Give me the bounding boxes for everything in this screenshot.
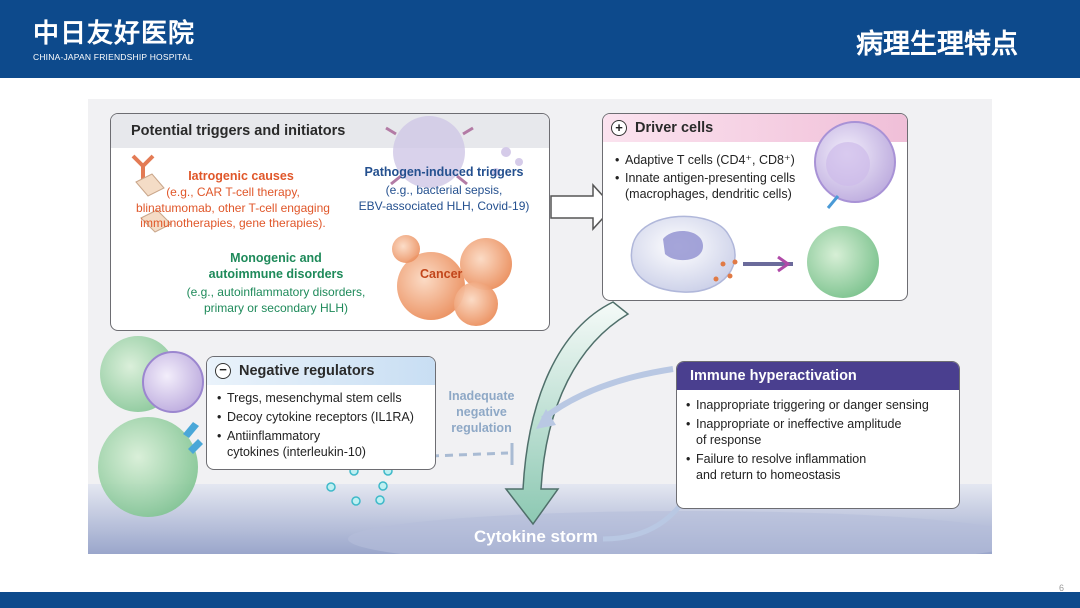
hyper-item: Failure to resolve inflammation and retu…	[686, 451, 956, 483]
monogenic-body: (e.g., autoinflammatory disorders, prima…	[186, 285, 366, 315]
virus-icon	[393, 116, 465, 188]
negative-item: Tregs, mesenchymal stem cells	[217, 390, 432, 406]
cytokine-storm-label: Cytokine storm	[474, 527, 598, 546]
page-number: 6	[1058, 583, 1064, 593]
cancer-cell-icon	[397, 252, 465, 320]
hyper-item: Inappropriate triggering or danger sensi…	[686, 397, 956, 413]
pathophysiology-figure: Potential triggers and initiators Iatrog…	[88, 99, 992, 554]
iatrogenic-title: Iatrogenic causes	[188, 169, 294, 183]
pathogen-title: Pathogen-induced triggers	[364, 165, 524, 179]
hospital-logo-chinese: 中日友好医院	[33, 19, 196, 49]
antibody-icon	[131, 154, 155, 180]
cancer-label: Cancer	[420, 267, 463, 281]
driver-list: Adaptive T cells (CD4⁺, CD8⁺) Innate ant…	[615, 152, 815, 202]
minus-icon: −	[215, 363, 231, 379]
negative-title: Negative regulators	[239, 363, 375, 379]
driver-title: Driver cells	[635, 120, 714, 136]
triggers-title: Potential triggers and initiators	[131, 123, 346, 139]
top-banner: 中日友好医院 CHINA-JAPAN FRIENDSHIP HOSPITAL 病…	[0, 0, 1080, 78]
hyper-title: Immune hyperactivation	[690, 368, 857, 384]
green-cell-large	[98, 417, 198, 517]
arrow-to-cytokine-storm	[504, 301, 630, 526]
plus-icon: +	[611, 120, 627, 136]
hyper-item: Inappropriate or ineffective amplitude o…	[686, 416, 956, 448]
negative-item: Decoy cytokine receptors (IL1RA)	[217, 409, 432, 425]
negative-list: Tregs, mesenchymal stem cells Decoy cyto…	[217, 390, 432, 460]
inadequate-regulation-label: Inadequate negative regulation	[448, 389, 515, 435]
bottom-banner	[0, 592, 1080, 608]
iatrogenic-body: (e.g., CAR T-cell therapy, blinatumomab,…	[136, 185, 330, 230]
hyper-list: Inappropriate triggering or danger sensi…	[686, 397, 956, 483]
triggers-header	[111, 114, 549, 148]
driver-illustrations	[630, 121, 896, 298]
monogenic-title: Monogenic and autoimmune disorders	[208, 251, 344, 281]
driver-item: Innate antigen-presenting cells (macroph…	[615, 170, 815, 202]
triggers-panel: Potential triggers and initiators Iatrog…	[110, 113, 550, 331]
driver-cells-panel: + Driver cells Adaptive T cells (CD4⁺, C…	[602, 113, 908, 301]
pathogen-body: (e.g., bacterial sepsis, EBV-associated …	[358, 183, 530, 213]
slide-title: 病理生理特点	[856, 29, 1018, 60]
immune-hyperactivation-panel: Immune hyperactivation Inappropriate tri…	[676, 361, 960, 509]
hyper-header	[677, 362, 959, 390]
purple-cell	[142, 351, 204, 413]
driver-item: Adaptive T cells (CD4⁺, CD8⁺)	[615, 152, 815, 168]
negative-item: Antiinflammatory cytokines (interleukin-…	[217, 428, 432, 460]
negative-header	[207, 357, 435, 385]
negative-regulators-panel: − Negative regulators Tregs, mesenchymal…	[206, 356, 436, 470]
trigger-illustrations	[131, 116, 523, 326]
green-t-cell-icon	[807, 226, 879, 298]
hospital-logo-english: CHINA-JAPAN FRIENDSHIP HOSPITAL	[33, 52, 193, 62]
